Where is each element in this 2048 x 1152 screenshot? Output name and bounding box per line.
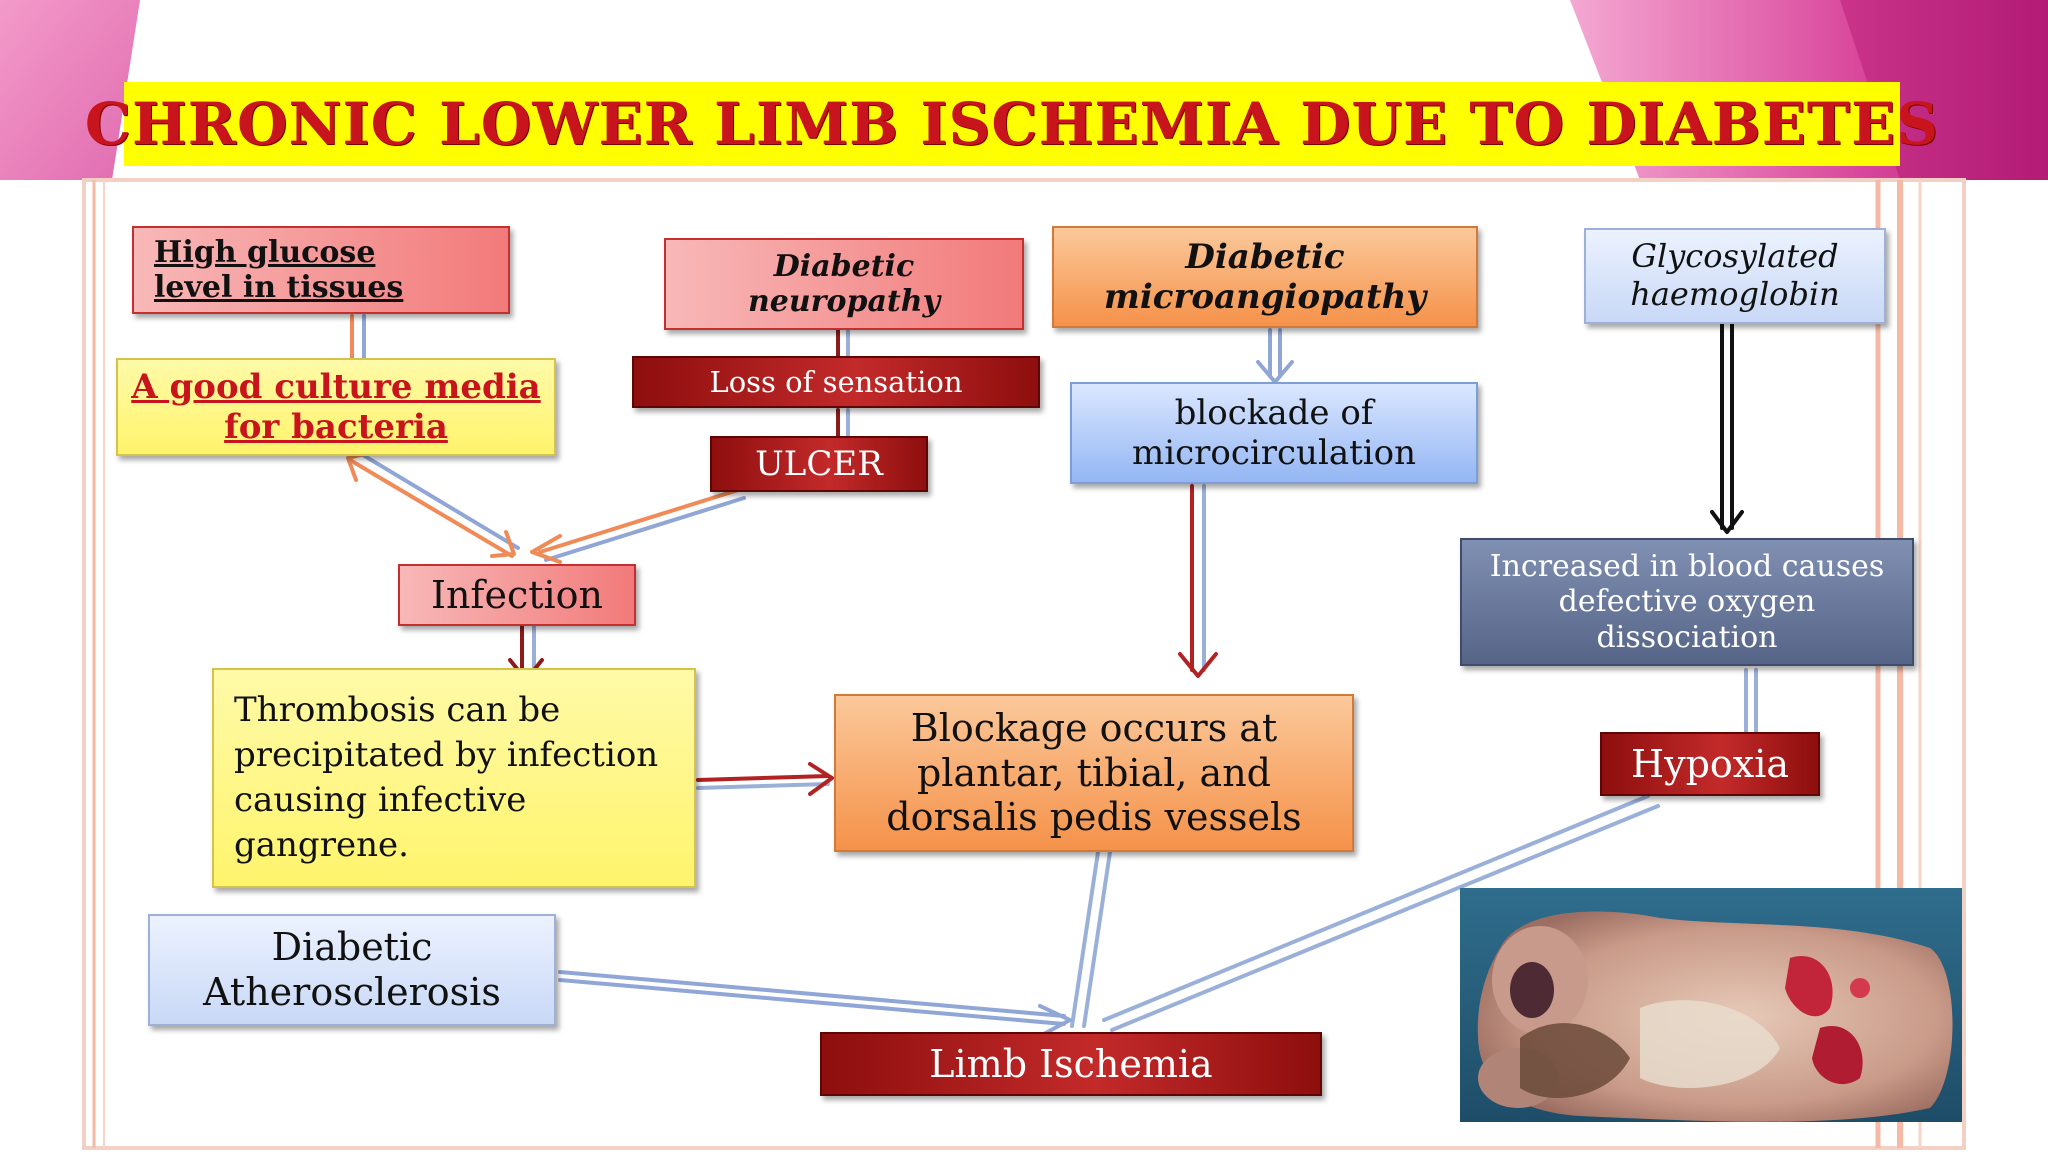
- node-high-glucose-label: High glucose level in tissues: [154, 234, 404, 305]
- node-infection-label: Infection: [430, 572, 604, 617]
- title-banner: CHRONIC LOWER LIMB ISCHEMIA DUE TO DIABE…: [85, 82, 1938, 166]
- arrow-ulcer-to-infection: [538, 488, 740, 554]
- diabetic-foot-gangrene-photo: [1460, 888, 1962, 1122]
- node-increased-label: Increased in blood causes defective oxyg…: [1489, 548, 1885, 655]
- left-corner-decoration: [0, 0, 140, 180]
- ulcer-red-2: [1812, 1026, 1863, 1085]
- node-diabetic-microangiopathy: Diabetic microangiopathy: [1052, 226, 1478, 328]
- node-culture-label: A good culture media for bacteria: [131, 366, 541, 447]
- arrow-athero-to-ischemia: [558, 970, 1066, 1018]
- arrow-thrombosis-to-blockage: [696, 774, 830, 782]
- node-infection: Infection: [398, 564, 636, 626]
- slough-white: [1640, 1000, 1780, 1088]
- necrotic-area: [1520, 1023, 1630, 1098]
- node-blockage-vessels: Blockage occurs at plantar, tibial, and …: [834, 694, 1354, 852]
- node-limb-ischemia-label: Limb Ischemia: [929, 1041, 1213, 1086]
- toe-ulcer-dark: [1510, 962, 1554, 1018]
- arrow-culture-to-infection: [348, 458, 514, 558]
- node-increased-in-blood: Increased in blood causes defective oxyg…: [1460, 538, 1914, 666]
- node-hypoxia: Hypoxia: [1600, 732, 1820, 796]
- node-blockade-label: blockade of microcirculation: [1131, 392, 1417, 473]
- node-thrombosis-label: Thrombosis can be precipitated by infect…: [234, 690, 659, 865]
- arrow-hypoxia-to-ischemia: [1102, 794, 1650, 1022]
- node-diabetic-atherosclerosis: Diabetic Atherosclerosis: [148, 914, 556, 1026]
- node-diabetic-neuropathy: Diabetic neuropathy: [664, 238, 1024, 330]
- node-microangiopathy-label: Diabetic microangiopathy: [1103, 236, 1427, 317]
- node-neuropathy-label: Diabetic neuropathy: [747, 248, 941, 319]
- node-limb-ischemia: Limb Ischemia: [820, 1032, 1322, 1096]
- node-glycosylated-haemoglobin: Glycosylated haemoglobin: [1584, 228, 1886, 324]
- node-atherosclerosis-label: Diabetic Atherosclerosis: [203, 925, 501, 1014]
- node-culture-media: A good culture media for bacteria: [116, 358, 556, 456]
- node-loss-label: Loss of sensation: [709, 364, 963, 399]
- node-thrombosis: Thrombosis can be precipitated by infect…: [212, 668, 696, 888]
- node-blockage-label: Blockage occurs at plantar, tibial, and …: [886, 705, 1302, 840]
- node-blockade-microcirculation: blockade of microcirculation: [1070, 382, 1478, 484]
- node-hypoxia-label: Hypoxia: [1630, 741, 1790, 786]
- node-ulcer-label: ULCER: [755, 443, 883, 484]
- arrow-blockage-to-ischemia: [1070, 850, 1100, 1028]
- node-ulcer: ULCER: [710, 436, 928, 492]
- node-high-glucose: High glucose level in tissues: [132, 226, 510, 314]
- ulcer-red-1: [1785, 956, 1833, 1017]
- page-title: CHRONIC LOWER LIMB ISCHEMIA DUE TO DIABE…: [84, 90, 1940, 158]
- node-glycosylated-label: Glycosylated haemoglobin: [1630, 237, 1840, 313]
- node-loss-of-sensation: Loss of sensation: [632, 356, 1040, 408]
